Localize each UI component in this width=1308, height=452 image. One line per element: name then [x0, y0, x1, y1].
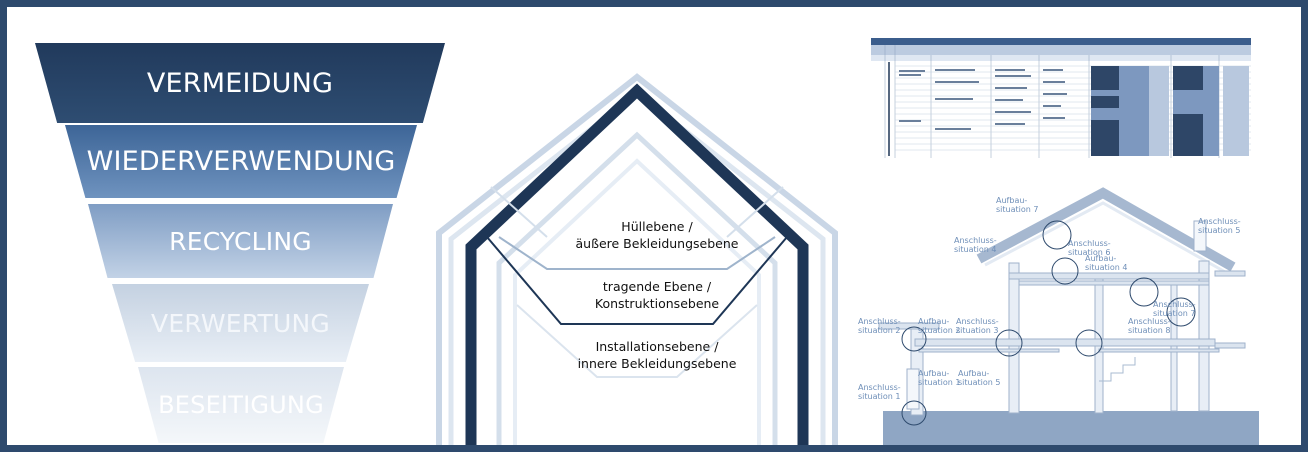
ground — [883, 411, 1259, 445]
funnel-label: BESEITIGUNG — [158, 391, 324, 419]
house-label-installation: Installationsebene / innere Bekleidungse… — [537, 338, 777, 372]
funnel-label: RECYCLING — [169, 226, 312, 256]
installation-layer-marker — [516, 304, 758, 378]
house-label-line: Konstruktionsebene — [594, 296, 720, 311]
structural-layer-line — [465, 83, 809, 445]
funnel-label: VERWERTUNG — [151, 308, 330, 338]
envelope-layer-marker — [498, 236, 776, 270]
inner-layer-line — [513, 158, 761, 445]
roof — [976, 187, 1236, 272]
funnel-label: VERMEIDUNG — [146, 67, 334, 99]
house-label-envelope: Hüllebene / äußere Bekleidungsebene — [537, 218, 777, 252]
installation-layer-line — [496, 131, 778, 445]
house-label-line: Hüllebene / — [621, 219, 693, 234]
funnel-label: WIEDERVERWENDUNG — [86, 146, 396, 177]
funnel-layer-vermeidung: VERMEIDUNG — [35, 43, 445, 123]
funnel-layer-beseitigung: BESEITIGUNG — [138, 367, 344, 443]
funnel-layer-wiederverwendung: WIEDERVERWENDUNG — [65, 125, 417, 198]
roof-diagonal-line — [490, 186, 548, 238]
house-label-structural: tragende Ebene / Konstruktionsebene — [537, 278, 777, 312]
house-label-line: äußere Bekleidungsebene — [575, 236, 739, 251]
table-thumbnail-image — [871, 38, 1251, 158]
section-svg — [878, 187, 1259, 445]
outer-envelope-line — [436, 73, 838, 445]
categorization-table-thumbnail — [871, 38, 1251, 158]
house-label-line: Installationsebene / — [595, 339, 719, 354]
structural-layer-marker — [486, 236, 788, 325]
house-layers-diagram — [436, 73, 838, 445]
house-label-line: innere Bekleidungsebene — [577, 356, 737, 371]
building-section-drawing — [859, 177, 1259, 445]
house-label-line: tragende Ebene / — [602, 279, 712, 294]
funnel-layer-recycling: RECYCLING — [88, 204, 393, 278]
funnel-layer-verwertung: VERWERTUNG — [112, 284, 369, 362]
roof-diagonal-line — [726, 186, 784, 238]
